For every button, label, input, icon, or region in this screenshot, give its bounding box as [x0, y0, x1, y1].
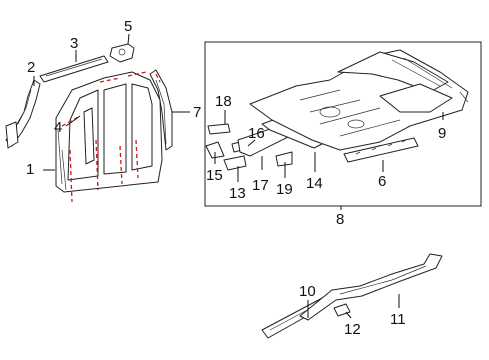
part-12-bracket	[333, 303, 351, 317]
part-1-side-panel	[55, 71, 163, 193]
callout-16: 16	[248, 125, 265, 142]
part-3-roof-rail	[39, 55, 109, 83]
leader-lines	[33, 33, 444, 319]
callout-11: 11	[390, 311, 406, 328]
part-11-rocker-panel	[299, 253, 443, 321]
cut-lines	[61, 71, 161, 203]
callout-10: 10	[299, 283, 316, 300]
callout-13: 13	[229, 185, 246, 202]
part-18-bracket	[207, 123, 231, 135]
callout-15: 15	[206, 167, 223, 184]
callout-6: 6	[378, 173, 386, 190]
callout-8: 8	[336, 211, 344, 228]
callout-5: 5	[124, 18, 132, 35]
part-5-upper-bracket	[109, 43, 135, 63]
callout-1: 1	[26, 161, 34, 178]
callout-17: 17	[252, 177, 269, 194]
part-6-rear-crossmember	[343, 137, 419, 163]
callout-3: 3	[70, 35, 78, 52]
part-9-floor-pan	[249, 49, 469, 151]
part-15-bracket	[205, 141, 225, 159]
callout-9: 9	[438, 125, 446, 142]
callout-14: 14	[306, 175, 323, 192]
callout-7: 7	[193, 104, 201, 121]
part-13-bracket	[223, 155, 247, 171]
callout-18: 18	[215, 93, 232, 110]
callout-4: 4	[54, 119, 62, 136]
part-2-pillar-bracket	[5, 79, 41, 149]
callout-2: 2	[27, 59, 35, 76]
part-7-rear-pillar-outer	[149, 69, 173, 151]
floor-assembly-frame	[204, 41, 482, 207]
part-19-bracket	[275, 151, 293, 167]
callout-labels: 1 2 3 4 5 6 7 8 9 10 11 12 13 14 15 16 1…	[26, 18, 446, 338]
callout-19: 19	[276, 181, 293, 198]
callout-12: 12	[344, 321, 361, 338]
